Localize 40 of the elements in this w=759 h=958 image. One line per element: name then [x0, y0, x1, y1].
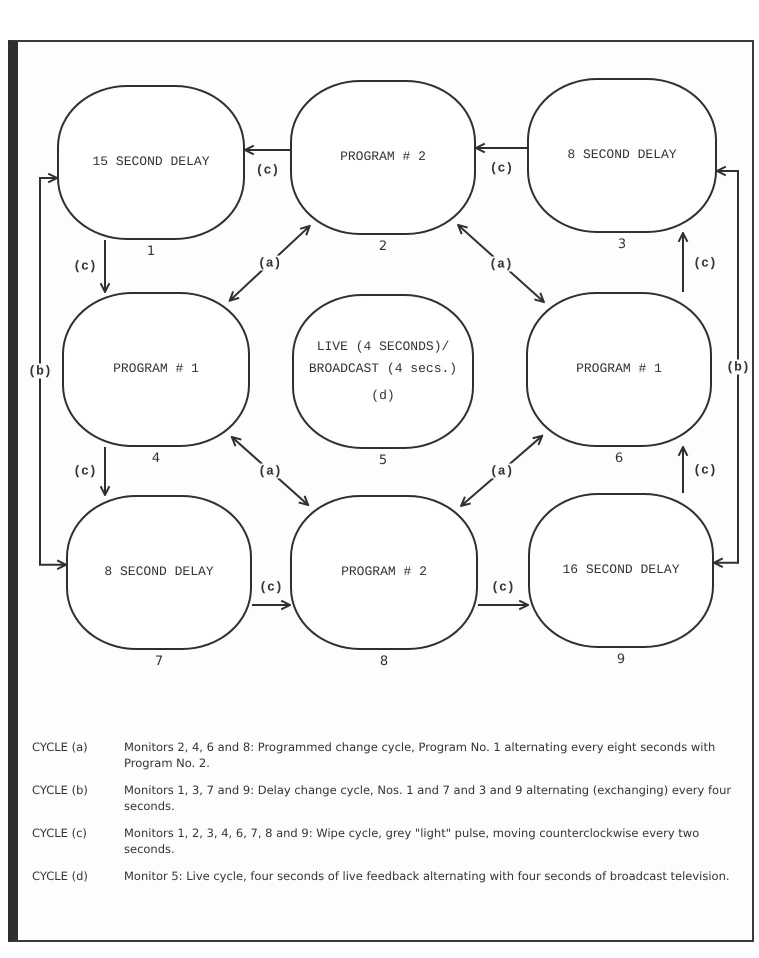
monitor-number: 2 — [378, 239, 388, 254]
monitor-text: 8 SECOND DELAY — [104, 563, 214, 582]
arrow — [678, 232, 688, 292]
monitor-number: 9 — [616, 652, 626, 667]
edge-label: (a) — [488, 463, 514, 478]
monitor-number: 5 — [378, 453, 388, 468]
arrow — [678, 446, 688, 493]
monitor-number: 8 — [380, 654, 388, 669]
monitor-number: 4 — [152, 451, 160, 466]
cycle-term: CYCLE (c) — [32, 826, 88, 842]
monitor-text: (d) — [371, 386, 395, 405]
double-arrow — [39, 172, 67, 570]
monitor-text: 8 SECOND DELAY — [567, 146, 677, 164]
cycle-description: Monitors 1, 3, 7 and 9: Delay change cycle, Nos. 1 and 7 and 3 and 9 alternating (exchanging) every four seconds. — [124, 783, 732, 814]
edge-label: (a) — [488, 256, 514, 271]
arrow — [475, 142, 527, 154]
edge-label: (a) — [257, 464, 283, 478]
monitor-number: 1 — [146, 244, 156, 259]
monitor-number: 6 — [614, 451, 624, 466]
arrow — [252, 600, 291, 610]
cycle-description: Monitors 2, 4, 6 and 8: Programmed change cycle, Program No. 1 alternating every eight seconds with Program No. 2. — [124, 740, 716, 772]
cycle-description: Monitor 5: Live cycle, four seconds of live feedback alternating with four seconds of broadcast television. — [124, 869, 731, 885]
cycle-description: Monitors 1, 2, 3, 4, 6, 7, 8 and 9: Wipe cycle, grey "light" pulse, moving counterclockwise every two seconds. — [124, 826, 700, 858]
double-arrow — [713, 166, 739, 568]
monitor-text: PROGRAM # 2 — [341, 563, 427, 582]
arrow — [100, 240, 110, 293]
cycle-term: CYCLE (b) — [32, 783, 89, 800]
monitor-number: 3 — [618, 237, 626, 252]
monitor-number: 7 — [154, 654, 164, 669]
cycle-term: CYCLE (d) — [32, 869, 89, 885]
monitor-text: 15 SECOND DELAY — [92, 153, 210, 172]
monitor-text: PROGRAM # 2 — [340, 148, 426, 166]
arrow — [478, 600, 529, 610]
arrow — [244, 144, 290, 156]
monitor-text: PROGRAM # 1 — [576, 360, 662, 378]
arrow — [100, 447, 110, 496]
monitor-text: LIVE (4 SECONDS)/ BROADCAST (4 secs.) — [308, 338, 458, 378]
cycle-term: CYCLE (a) — [32, 740, 89, 756]
monitor-text: 16 SECOND DELAY — [562, 561, 680, 580]
monitor-text: PROGRAM # 1 — [113, 360, 199, 378]
